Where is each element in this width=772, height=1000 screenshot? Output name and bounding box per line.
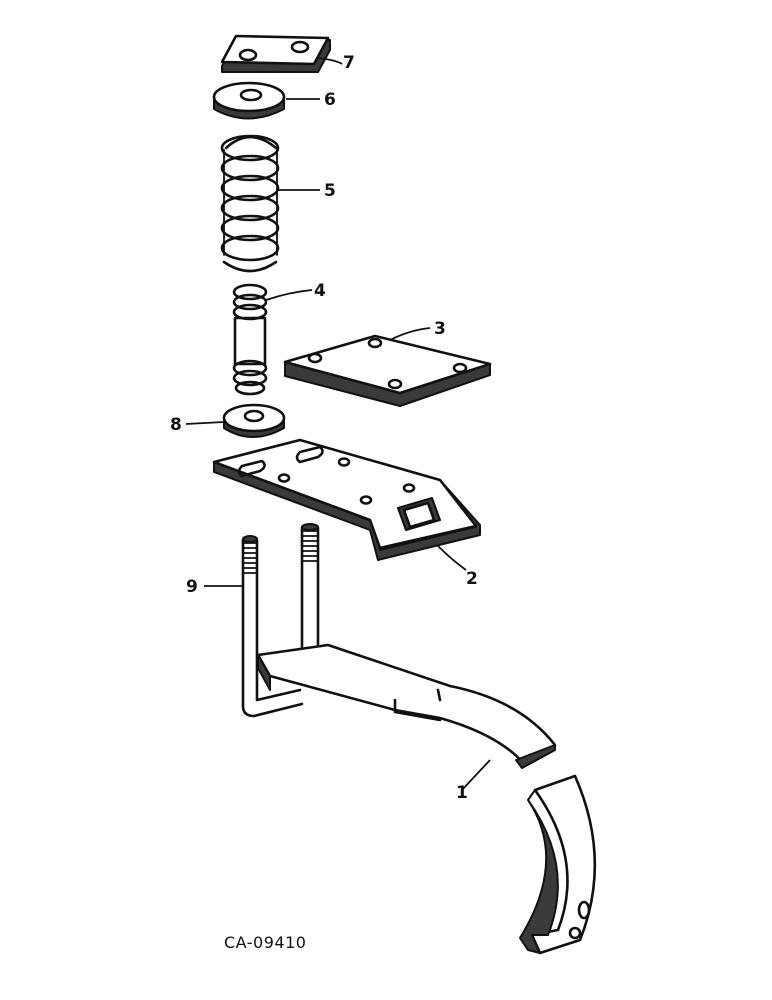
part-5-large-spring — [220, 134, 280, 273]
callout-5: 5 — [324, 181, 336, 201]
leader-lines — [185, 57, 491, 791]
part-1-shank-lower — [519, 774, 597, 955]
part-3-mounting-plate — [283, 334, 492, 407]
callout-6: 6 — [324, 90, 336, 110]
callout-8: 8 — [170, 415, 182, 435]
callout-7: 7 — [343, 53, 355, 73]
part-8-washer — [222, 403, 286, 438]
callout-2: 2 — [466, 569, 478, 589]
part-7-plate — [220, 34, 331, 73]
part-9-u-bolt — [241, 523, 320, 718]
part-6-washer — [212, 81, 286, 120]
part-4-small-spring — [232, 283, 268, 396]
callout-3: 3 — [434, 319, 446, 339]
figure-code: CA-09410 — [224, 933, 306, 952]
part-2-bracket — [212, 438, 481, 561]
callout-9: 9 — [186, 577, 198, 597]
part-1-shank — [256, 643, 557, 769]
callout-4: 4 — [314, 281, 326, 301]
callout-1: 1 — [456, 783, 468, 803]
